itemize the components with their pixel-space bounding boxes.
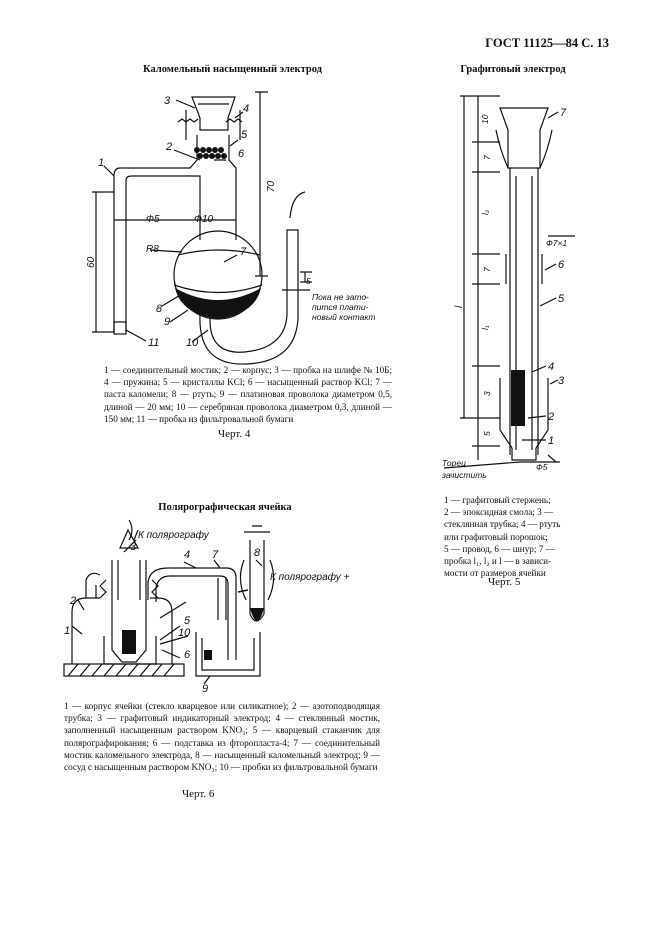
fig5-caption-line: пробка l₁, l₂ и l — в зависи- bbox=[444, 556, 552, 567]
fig6-label-2: 2 bbox=[69, 595, 76, 607]
fig4-label-9: 9 bbox=[164, 316, 170, 328]
fig4-label-2: 2 bbox=[165, 141, 172, 153]
fig4-dim-70: 70 bbox=[266, 180, 277, 192]
fig4-label-7: 7 bbox=[240, 246, 247, 258]
fig4-chert: Черт. 4 bbox=[218, 428, 251, 440]
fig4-dim-d10: Ф10 bbox=[194, 214, 214, 225]
fig5-dim-7a: 7 bbox=[482, 155, 492, 160]
fig5-label-7: 7 bbox=[560, 107, 567, 119]
fig4-title: Каломельный насыщенный электрод bbox=[143, 64, 322, 75]
page-header: ГОСТ 11125—84 С. 13 bbox=[485, 36, 609, 50]
fig5-note-1: Торец bbox=[442, 458, 466, 468]
fig6-to-polarograph-plus: К полярографу + bbox=[270, 571, 350, 583]
fig5-label-6: 6 bbox=[558, 259, 565, 271]
fig6-label-7: 7 bbox=[212, 549, 219, 561]
fig5-dim-5: 5 bbox=[482, 431, 492, 436]
fig6-to-polarograph: К полярографу bbox=[138, 529, 210, 541]
fig4-label-5: 5 bbox=[241, 129, 248, 141]
fig5-dim-l1: l₁ bbox=[480, 325, 490, 330]
fig6-label-5: 5 bbox=[184, 615, 191, 627]
fig5-caption-line: мости от размеров ячейки bbox=[444, 568, 546, 579]
fig6-title: Полярографическая ячейка bbox=[158, 502, 292, 513]
fig5-caption-line: стеклянная трубка; 4 — ртуть bbox=[444, 519, 561, 530]
fig5-label-1: 1 bbox=[548, 435, 554, 447]
fig5-dim-l2: l₂ bbox=[480, 209, 490, 215]
fig4-dim-5: 5 bbox=[306, 276, 311, 286]
fig4-label-4: 4 bbox=[243, 103, 249, 115]
fig5-label-4: 4 bbox=[548, 361, 554, 373]
fig5-caption-line: 1 — графитовый стержень; bbox=[444, 495, 551, 505]
fig5-dim-dia7: Ф7×1 bbox=[546, 238, 567, 248]
fig6-label-3: 3 bbox=[130, 541, 137, 553]
fig5-label-2: 2 bbox=[547, 411, 554, 423]
fig4-label-8: 8 bbox=[156, 303, 163, 315]
fig4-label-3: 3 bbox=[164, 95, 171, 107]
fig6-label-4: 4 bbox=[184, 549, 190, 561]
fig4-label-6: 6 bbox=[238, 148, 245, 160]
fig5-dim-7b: 7 bbox=[482, 267, 492, 272]
fig5-caption-line: 2 — эпоксидная смола; 3 — bbox=[444, 507, 554, 518]
fig4-note-3: новый контакт bbox=[312, 312, 376, 322]
fig4-caption: 1 — соединительный мостик; 2 — корпус; 3… bbox=[104, 365, 392, 424]
fig4-dim-d5: Ф5 bbox=[146, 214, 160, 225]
fig5-caption-line: 5 — провод, 6 — шнур; 7 — bbox=[444, 543, 555, 554]
fig5-dim-dia5: Ф5 bbox=[536, 462, 548, 472]
fig5-note-2: зачистить bbox=[441, 470, 487, 480]
fig4-dim-60: 60 bbox=[86, 256, 97, 268]
fig4-note-2: пится плати- bbox=[312, 302, 369, 312]
fig6-label-6: 6 bbox=[184, 649, 191, 661]
fig6-label-1: 1 bbox=[64, 625, 70, 637]
fig4-label-11: 11 bbox=[148, 337, 159, 349]
fig5-title: Графитовый электрод bbox=[460, 64, 566, 75]
fig5-caption-line: или графитовый порошок; bbox=[444, 531, 548, 542]
fig5-label-5: 5 bbox=[558, 293, 565, 305]
fig5-label-3: 3 bbox=[558, 375, 565, 387]
fig6-label-8: 8 bbox=[254, 547, 261, 559]
fig6-label-10: 10 bbox=[178, 627, 191, 639]
fig5-dim-l: l bbox=[454, 305, 465, 308]
fig5-caption: 1 — графитовый стержень; 2 — эпоксидная … bbox=[444, 494, 604, 579]
fig5-chert: Черт. 5 bbox=[488, 576, 521, 588]
fig5-dim-3: 3 bbox=[482, 391, 492, 396]
fig4-label-1: 1 bbox=[98, 157, 104, 169]
fig6-chert: Черт. 6 bbox=[182, 788, 215, 800]
fig4-label-10: 10 bbox=[186, 337, 199, 349]
fig5-dim-10: 10 bbox=[480, 114, 490, 124]
fig6-caption: 1 — корпус ячейки (стекло кварцевое или … bbox=[64, 701, 380, 773]
fig4-note-1: Пока не зато- bbox=[312, 292, 369, 302]
fig4-dim-r8: R8 bbox=[146, 244, 159, 255]
fig6-label-9: 9 bbox=[202, 683, 208, 695]
